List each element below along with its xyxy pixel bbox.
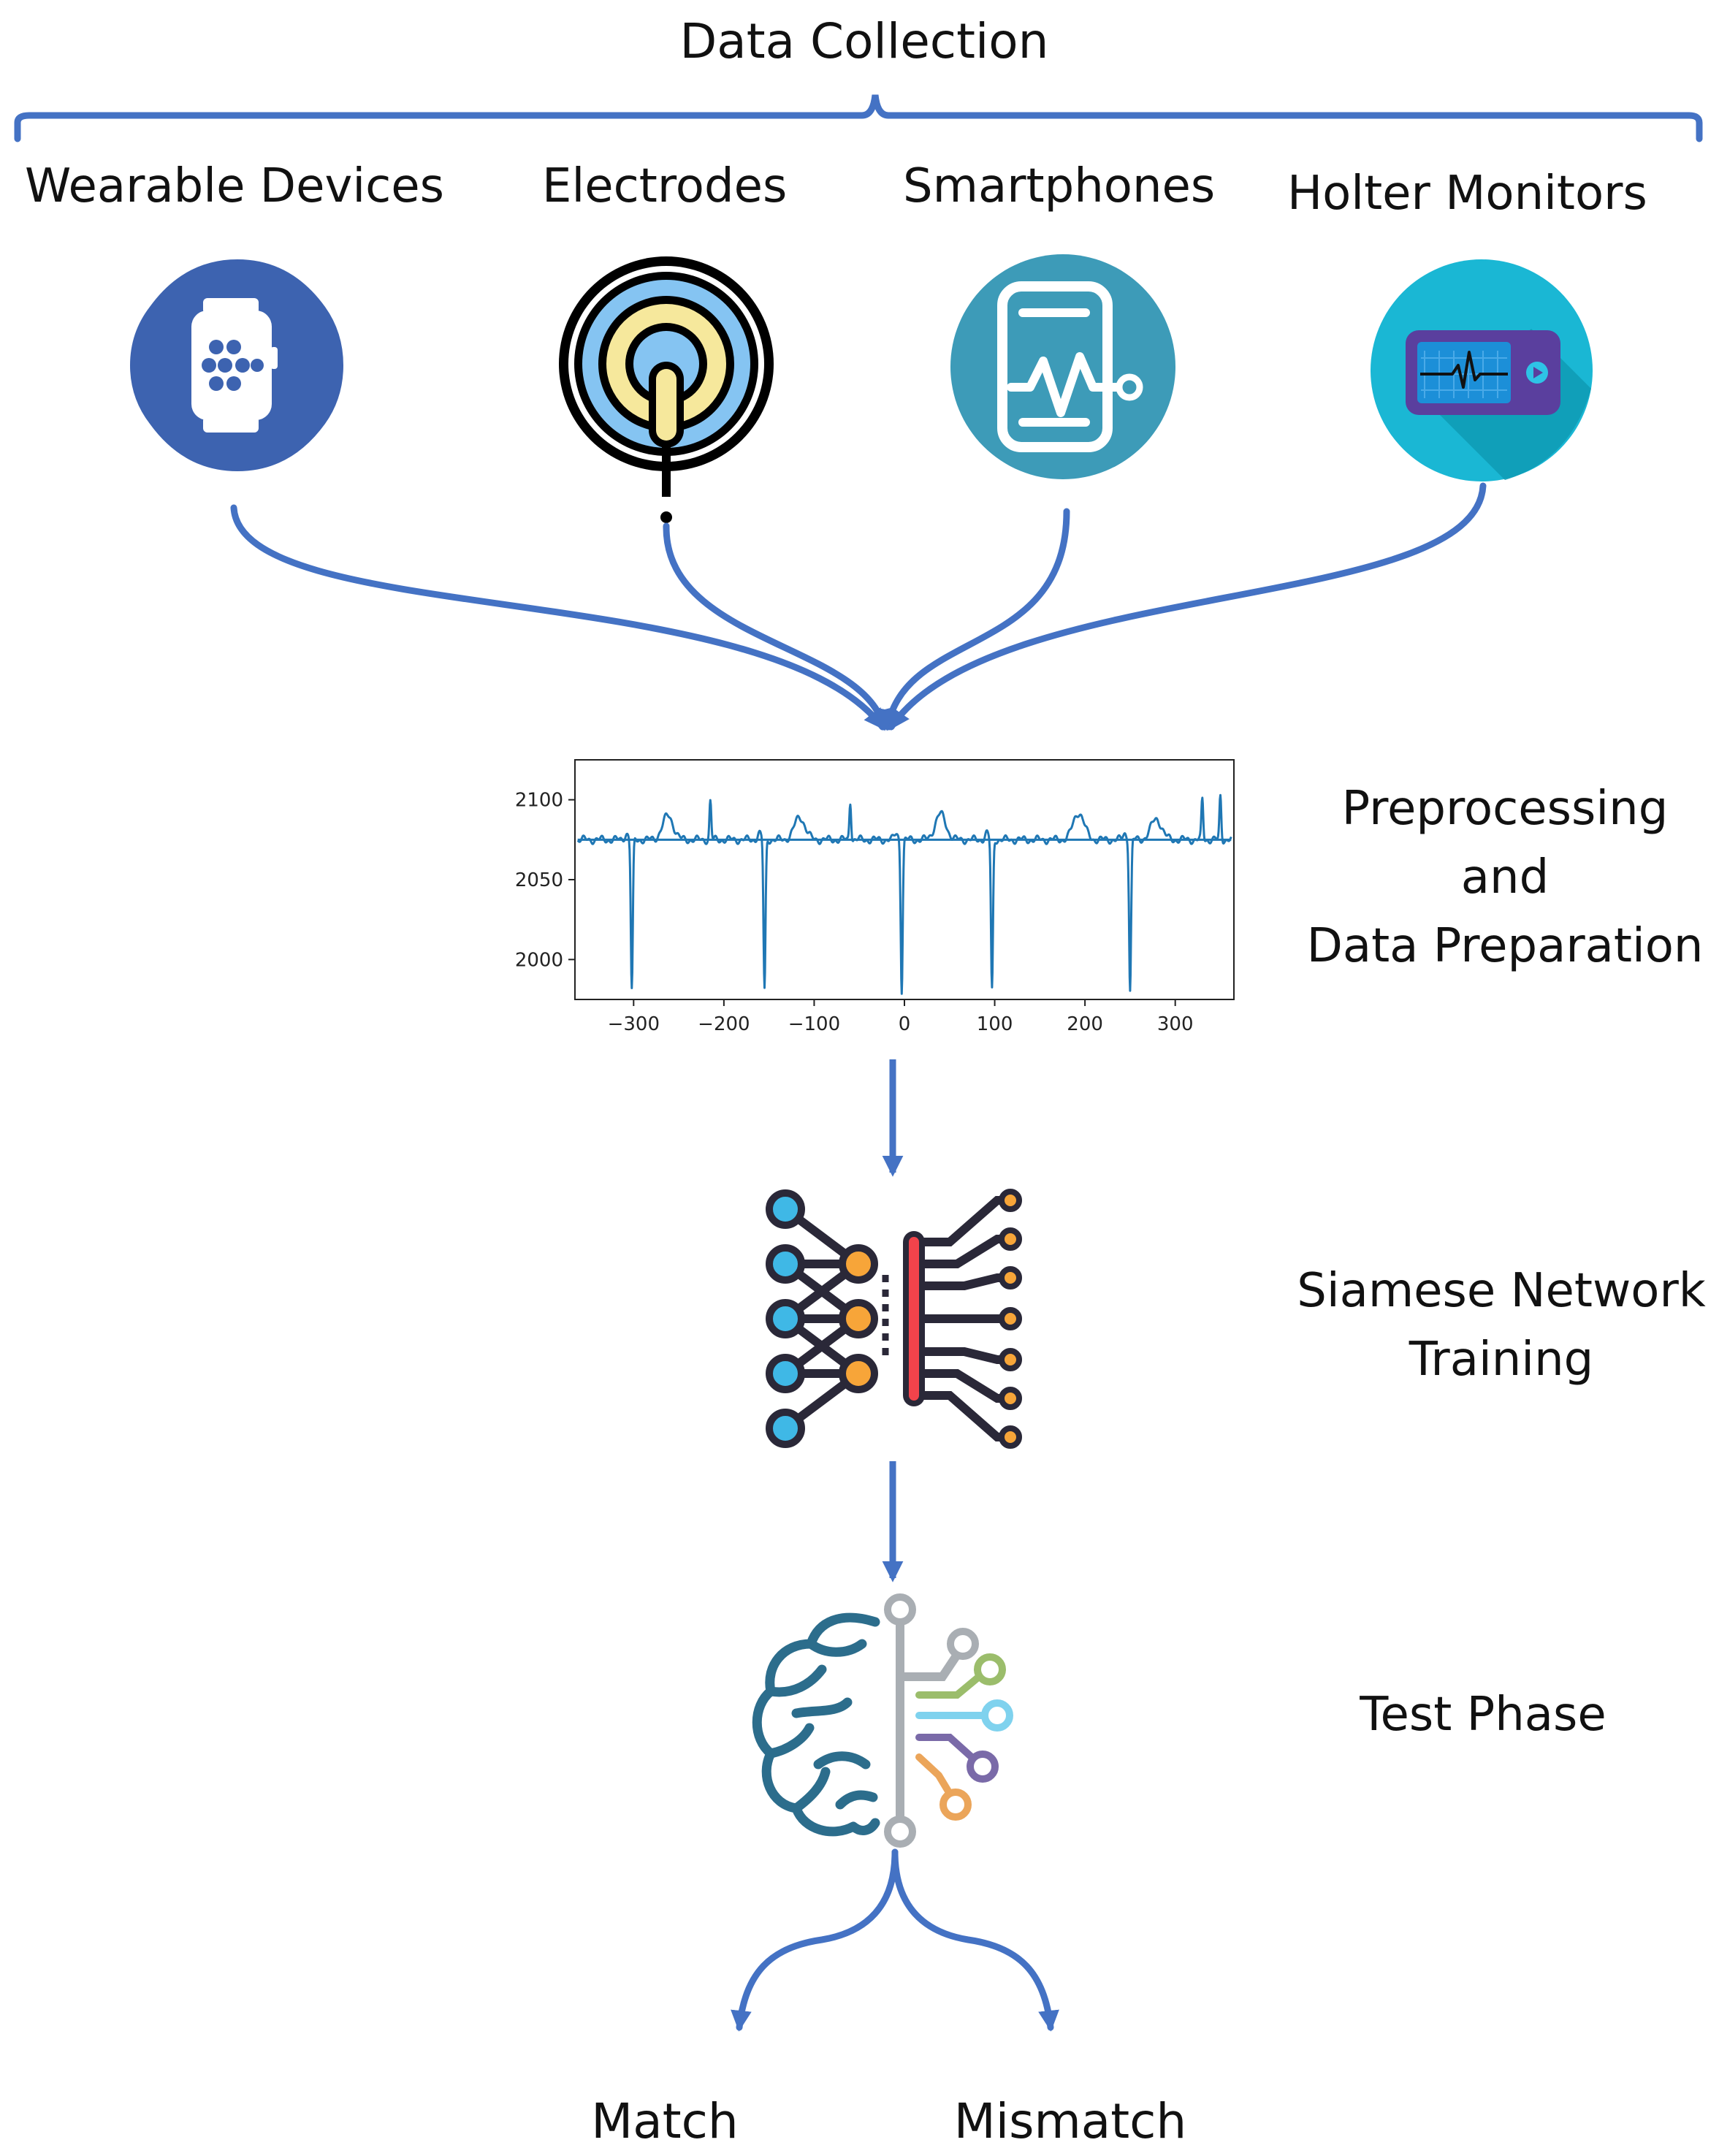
electrode-icon [559,256,774,523]
x-tick-label: 0 [899,1013,911,1035]
source-label-electrodes: Electrodes [542,159,788,213]
ecg-signal-plot: −300 −200 −100 0 100 200 300 2000 2050 2100 [515,759,1235,1035]
y-tick-label: 2000 [515,949,563,971]
x-tick-label: 100 [977,1013,1013,1035]
y-axis-ticks: 2000 2050 2100 [515,790,575,971]
neural-network-icon [766,1189,1022,1449]
ecg-series-line [576,793,1232,995]
y-tick-label: 2050 [515,869,563,891]
y-tick-label: 2100 [515,790,563,812]
brain-circuit-icon [752,1593,1013,1848]
stage-label-siamese-training: Siamese Network Training [1297,1264,1706,1387]
smartwatch-icon [130,259,343,471]
x-tick-label: 300 [1157,1013,1194,1035]
x-tick-label: 200 [1067,1013,1103,1035]
source-label-wearable-devices: Wearable Devices [25,159,444,213]
smartphone-ecg-icon [950,254,1175,479]
outcome-label-match: Match [591,2093,739,2149]
source-label-holter-monitors: Holter Monitors [1287,167,1647,221]
x-tick-label: −100 [788,1013,840,1035]
stage-label-test-phase: Test Phase [1360,1688,1606,1742]
source-label-smartphones: Smartphones [903,159,1216,213]
x-tick-label: −200 [698,1013,750,1035]
stage-label-preprocessing: Preprocessing and Data Preparation [1306,782,1704,973]
converging-arrows [230,482,1487,731]
x-axis-ticks: −300 −200 −100 0 100 200 300 [608,999,1194,1035]
data-collection-brace [14,94,1703,142]
data-collection-title: Data Collection [679,13,1049,69]
x-tick-label: −300 [608,1013,660,1035]
outcome-arrows [731,1848,1059,2032]
outcome-label-mismatch: Mismatch [953,2093,1187,2149]
holter-monitor-icon [1371,259,1593,481]
